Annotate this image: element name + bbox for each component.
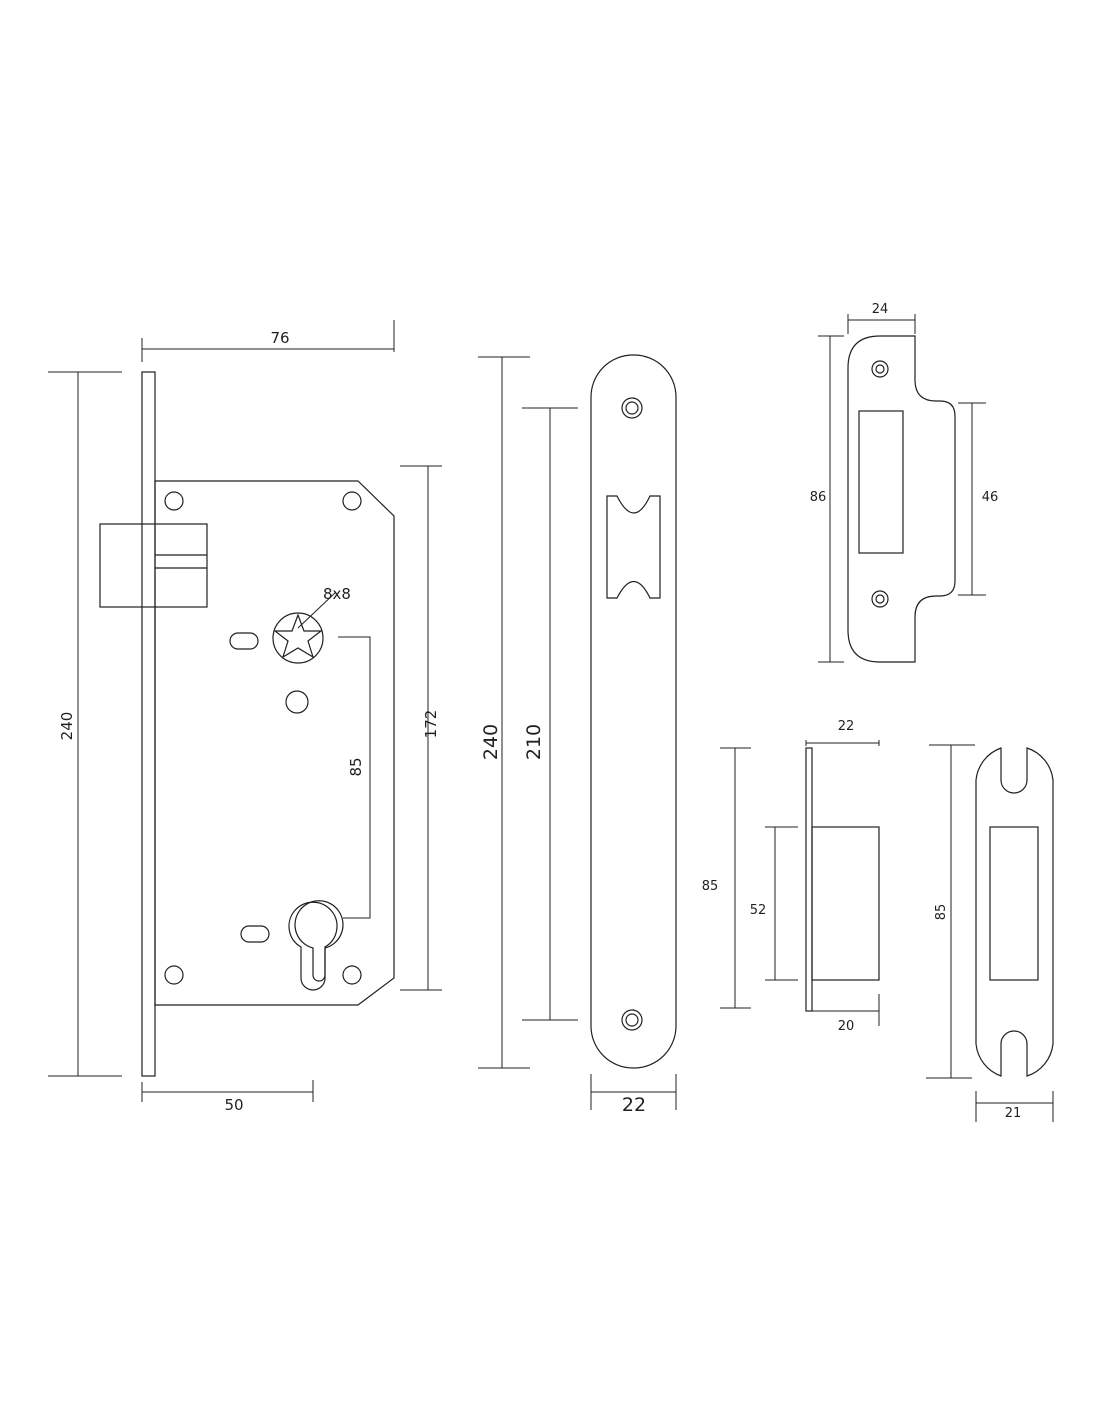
dim-label: 24 <box>872 302 889 317</box>
dimension-85-center: 85 <box>338 636 371 919</box>
dimension-210: 210 <box>522 407 578 1021</box>
dim-label: 52 <box>750 903 767 918</box>
lock-body: 8x8 76 240 50 172 8 <box>48 320 442 1114</box>
slot-hole <box>240 925 270 943</box>
strike-top: 24 86 46 <box>810 302 999 663</box>
lock-case <box>154 480 395 1006</box>
spindle-label: 8x8 <box>323 585 351 603</box>
dimension-85-plate: 85 <box>926 744 975 1079</box>
dim-label: 76 <box>270 329 289 347</box>
screw-hole <box>164 965 184 985</box>
dim-label: 85 <box>347 757 365 776</box>
dimension-22-box: 22 <box>805 719 880 746</box>
dimension-21: 21 <box>975 1091 1054 1122</box>
strike-outline <box>847 335 956 663</box>
latch-opening <box>606 495 661 599</box>
slot-hole <box>229 632 259 650</box>
dim-label: 172 <box>422 710 440 739</box>
euro-cylinder-cutout <box>288 901 338 991</box>
dim-label: 240 <box>58 712 76 741</box>
dimension-22-faceplate: 22 <box>590 1074 677 1116</box>
spindle-star-icon <box>272 591 337 664</box>
dimension-20: 20 <box>812 994 880 1034</box>
dimension-24: 24 <box>847 302 916 334</box>
dim-label: 46 <box>982 490 999 505</box>
dimension-50: 50 <box>141 1080 314 1114</box>
screw-hole <box>871 360 889 378</box>
screw-hole <box>342 491 362 511</box>
dim-label: 85 <box>934 904 949 921</box>
dim-label: 210 <box>523 724 545 760</box>
dimension-240-faceplate: 240 <box>478 356 530 1069</box>
strike-box <box>811 826 880 981</box>
screw-hole <box>621 397 643 419</box>
dim-label: 50 <box>224 1096 243 1114</box>
dim-label: 22 <box>838 719 855 734</box>
dimension-172: 172 <box>400 465 442 991</box>
dimension-46: 46 <box>958 402 999 596</box>
faceplate-outline <box>590 354 677 1069</box>
screw-hole <box>621 1009 643 1031</box>
dimension-52: 52 <box>750 826 798 981</box>
screw-hole <box>871 590 889 608</box>
strike-plate-side <box>805 747 813 1012</box>
strike-plate-outline <box>975 747 1054 1077</box>
dim-label: 21 <box>1005 1106 1022 1121</box>
dim-label: 20 <box>838 1019 855 1034</box>
screw-hole <box>342 965 362 985</box>
dimension-86: 86 <box>810 335 844 663</box>
dim-label: 86 <box>810 490 827 505</box>
faceplate-front: 240 210 22 <box>478 354 677 1116</box>
dim-label: 85 <box>702 879 719 894</box>
dimension-240-lock: 240 <box>48 371 122 1077</box>
round-hole <box>285 690 309 714</box>
dimension-85-box: 85 <box>702 747 751 1009</box>
dim-label: 22 <box>622 1094 646 1116</box>
strike-plate-front: 85 21 <box>926 744 1054 1122</box>
strike-box-side: 85 52 22 20 <box>702 719 880 1034</box>
strike-opening <box>858 410 904 554</box>
strike-opening <box>989 826 1039 981</box>
dimension-76: 76 <box>141 320 395 362</box>
cylinder-hole <box>294 900 344 982</box>
latch-bolt <box>99 523 208 608</box>
dim-label: 240 <box>480 724 502 760</box>
screw-hole <box>164 491 184 511</box>
lock-faceplate <box>141 371 156 1077</box>
